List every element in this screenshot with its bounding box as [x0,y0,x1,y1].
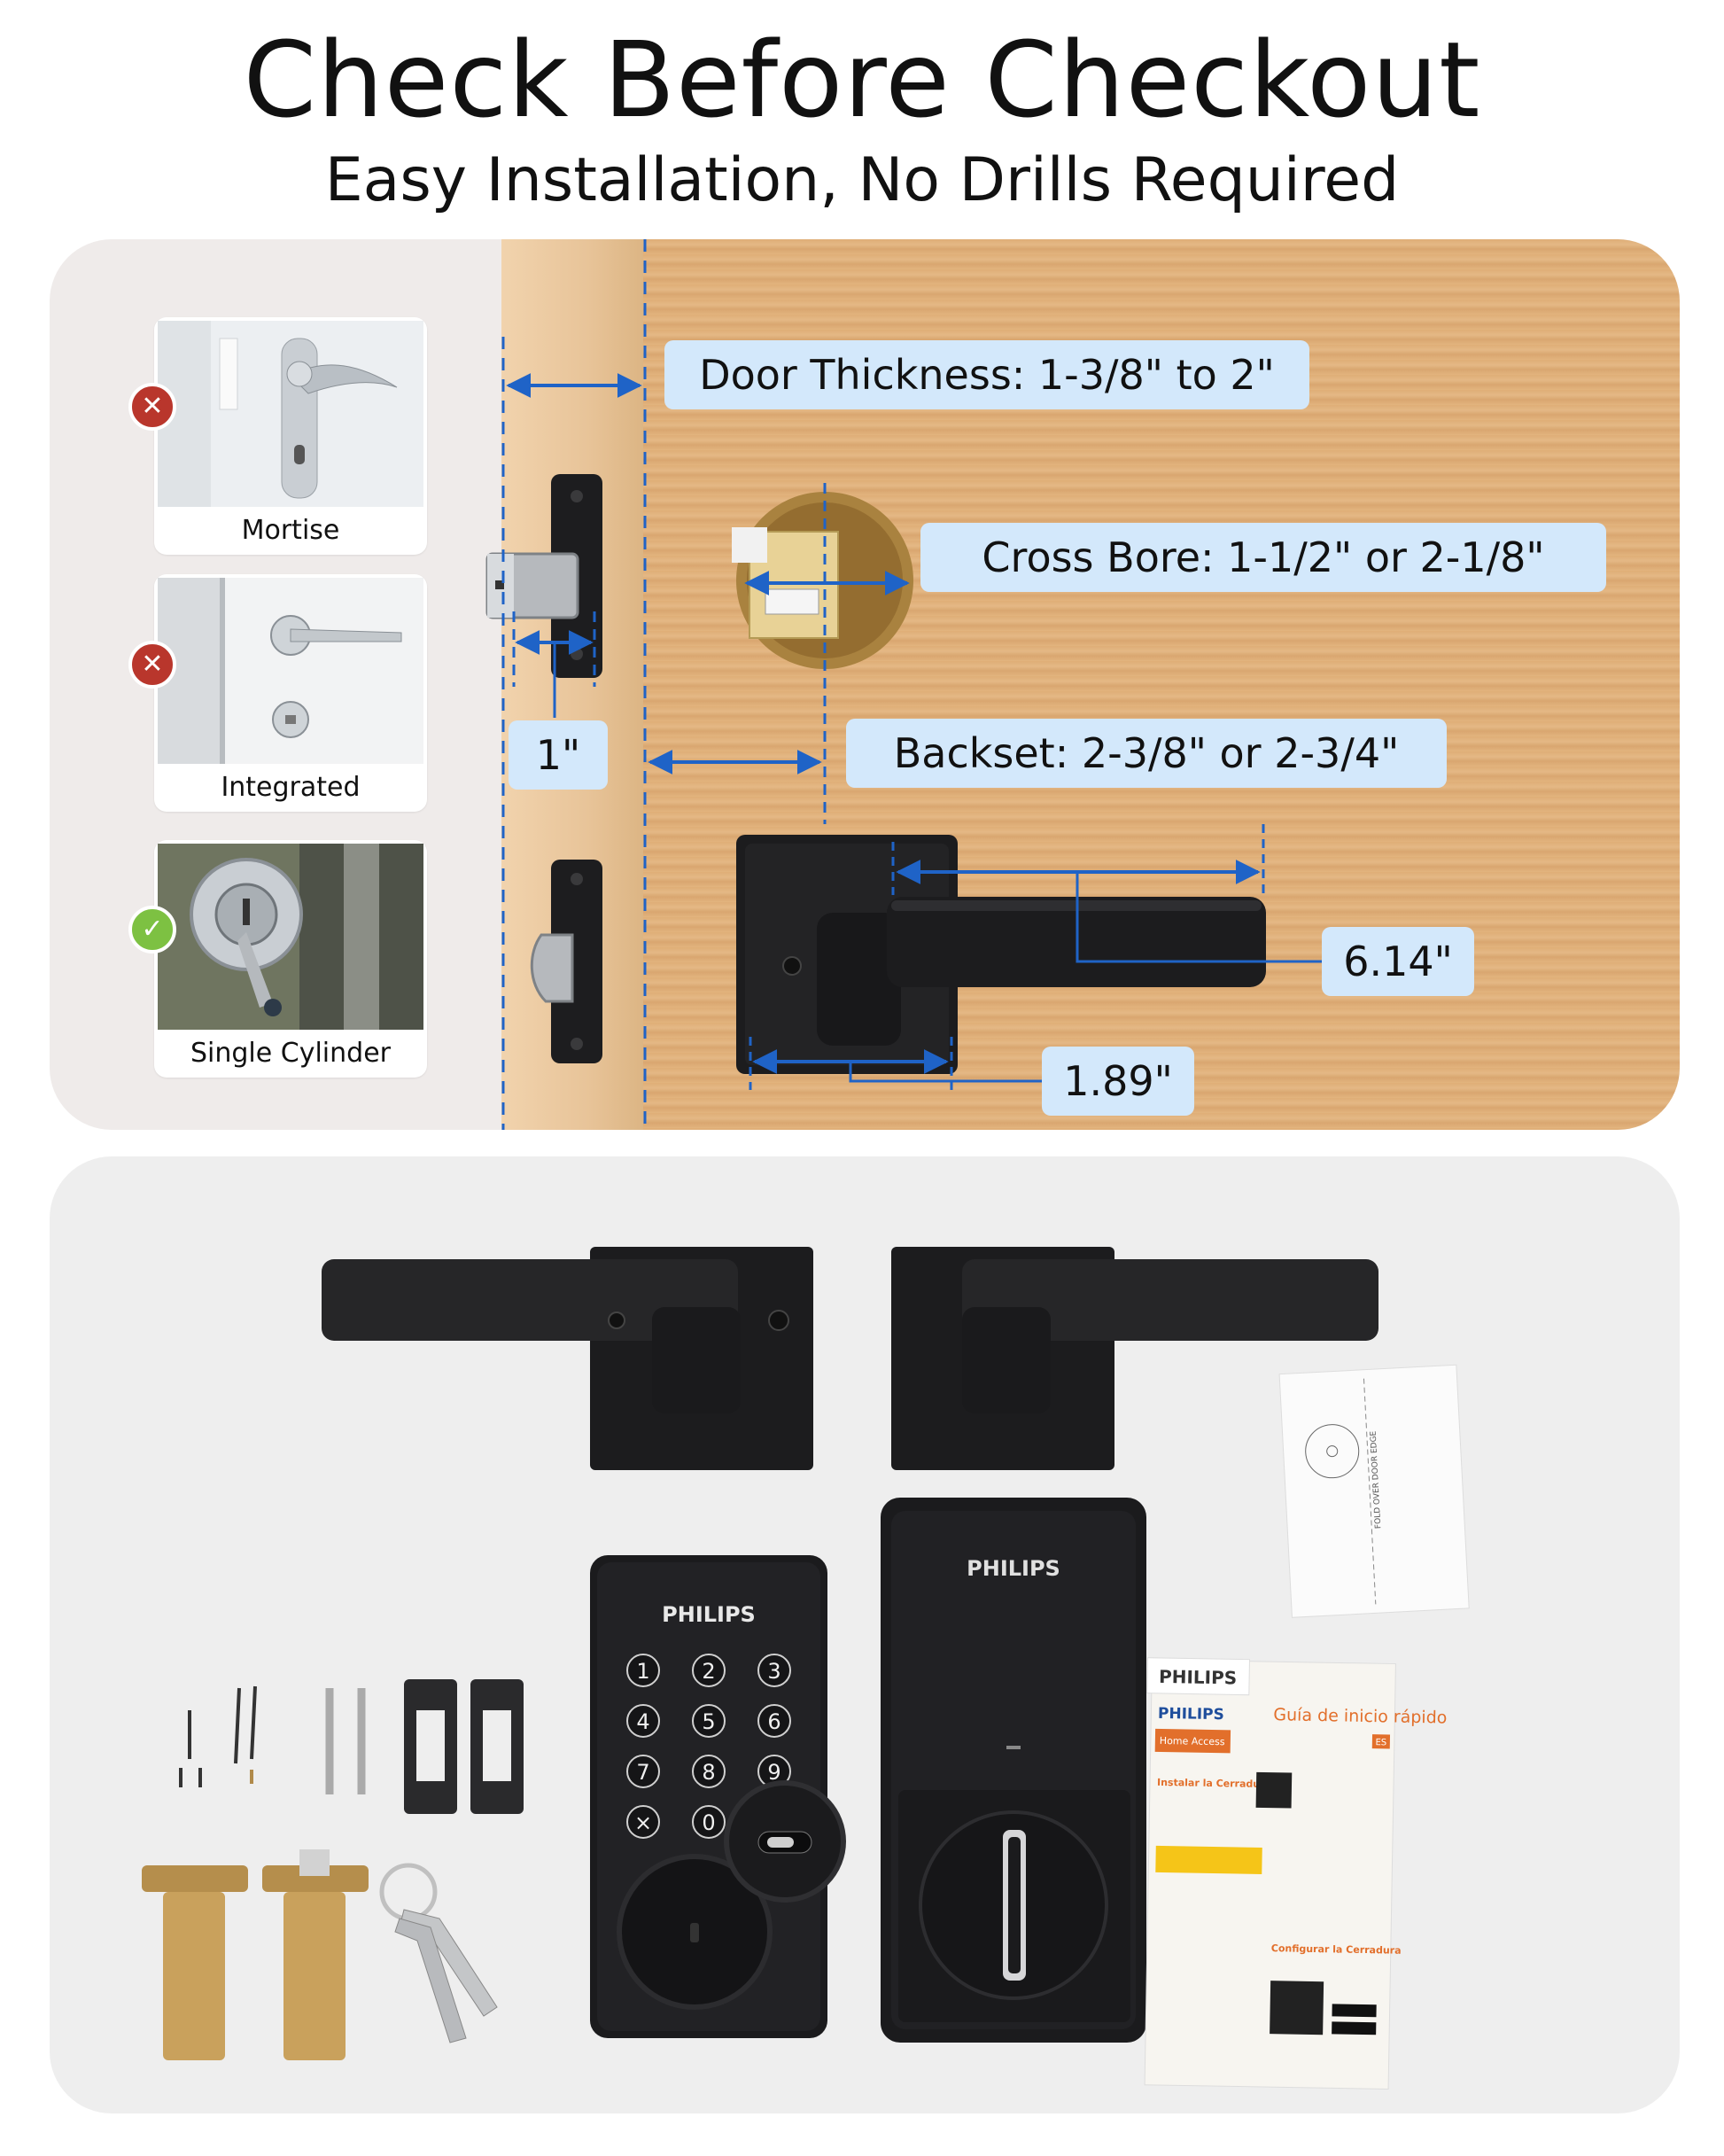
cross-bore-hole [732,492,913,669]
quick-start-manual: PHILIPS PHILIPS Guía de inicio rápido Ho… [1144,1657,1448,2090]
lever-handle [736,835,1266,1074]
x-icon: ✕ [128,641,176,689]
svg-text:6: 6 [767,1709,780,1734]
lock-type-label: Single Cylinder [190,1038,391,1069]
package-contents-panel: FOLD OVER DOOR EDGE PHILIPS 1 2 3 4 5 6 7 8 9 … [50,1156,1680,2113]
svg-text:0: 0 [702,1810,715,1835]
latch-faceplate [485,474,602,678]
latch-size-label: 1" [509,720,608,790]
svg-text:PHILIPS: PHILIPS [967,1556,1060,1581]
lock-type-label: Mortise [241,515,340,546]
lever-length-label: 6.14" [1322,927,1474,996]
svg-text:ES: ES [1375,1738,1386,1747]
svg-text:PHILIPS: PHILIPS [1158,1705,1224,1724]
page-title: Check Before Checkout [243,19,1481,141]
svg-text:PHILIPS: PHILIPS [662,1602,756,1627]
svg-text:×: × [634,1810,652,1835]
interior-unit: PHILIPS [881,1498,1146,2043]
svg-text:8: 8 [702,1760,715,1785]
door-thickness-label: Door Thickness: 1-3/8" to 2" [664,340,1309,409]
svg-text:PHILIPS: PHILIPS [1159,1666,1237,1689]
svg-text:4: 4 [636,1709,649,1734]
svg-text:2: 2 [702,1659,715,1684]
x-icon: ✕ [128,383,176,431]
strike-plates [404,1679,524,1814]
svg-text:Guía de inicio rápido: Guía de inicio rápido [1273,1705,1447,1727]
svg-text:9: 9 [767,1760,780,1785]
integrated-lock-image [158,578,423,764]
door-template-paper: FOLD OVER DOOR EDGE [1278,1364,1470,1618]
backset-label: Backset: 2-3/8" or 2-3/4" [846,719,1447,788]
lock-type-label: Integrated [221,772,361,803]
lock-type-card-integrated: Integrated [154,574,427,812]
svg-text:Configurar la Cerradura: Configurar la Cerradura [1271,1942,1402,1957]
svg-text:Instalar la Cerradura: Instalar la Cerradura [1157,1777,1271,1790]
screws [179,1685,366,1794]
latch-bolts [142,1849,369,2060]
page-subtitle: Easy Installation, No Drills Required [324,145,1400,215]
cross-bore-label: Cross Bore: 1-1/2" or 2-1/8" [920,523,1606,592]
package-contents-image: FOLD OVER DOOR EDGE PHILIPS 1 2 3 4 5 6 7 8 9 … [142,1247,1470,2090]
svg-text:7: 7 [636,1760,649,1785]
compatibility-panel: Mortise ✕ Integrated ✕ [50,239,1680,1130]
rose-width-label: 1.89" [1042,1047,1194,1116]
svg-text:3: 3 [767,1659,780,1684]
svg-text:Home Access: Home Access [1160,1735,1225,1747]
svg-text:1: 1 [636,1659,649,1684]
keypad-exterior: PHILIPS 1 2 3 4 5 6 7 8 9 × 0 [590,1555,846,2038]
dimension-diagram [485,239,1322,1130]
lever-set-left [322,1247,813,1470]
lever-set-right [891,1247,1378,1470]
single-cylinder-lock-image [158,844,423,1030]
lock-type-card-single-cylinder: Single Cylinder [154,840,427,1078]
keys [379,1863,498,2043]
check-icon: ✓ [128,906,176,953]
svg-text:5: 5 [702,1709,715,1734]
strike-faceplate [530,860,602,1063]
